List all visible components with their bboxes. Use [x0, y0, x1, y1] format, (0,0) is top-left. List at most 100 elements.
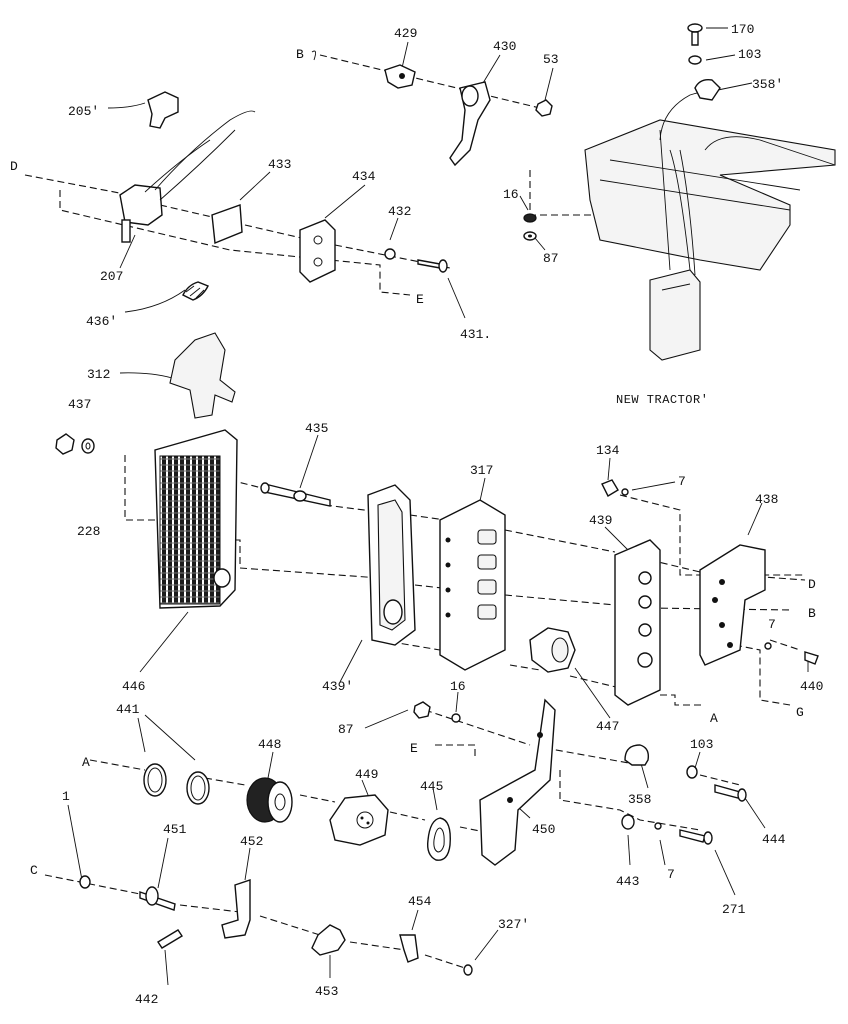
part-446-grille	[154, 429, 238, 609]
part-454-pin	[399, 934, 419, 963]
callout-441: 441	[116, 702, 140, 717]
axis-d-right	[124, 455, 806, 581]
axis-b-right	[235, 539, 791, 611]
part-53-nut	[535, 99, 553, 117]
part-170-screw	[687, 23, 703, 46]
callout-labels: 429 430 53 B 170 103 358' 205' 433 434 4…	[10, 22, 823, 1007]
callout-16-top: 16	[503, 187, 519, 202]
callout-7-a: 7	[678, 474, 686, 489]
capacitor-module	[649, 269, 701, 361]
callout-358-top: 358'	[752, 77, 783, 92]
callout-453: 453	[315, 984, 338, 999]
part-312-bracket	[169, 332, 236, 419]
part-434-bracket	[299, 219, 336, 283]
part-437-nut	[55, 433, 75, 455]
callout-446: 446	[122, 679, 145, 694]
callout-170: 170	[731, 22, 754, 37]
callout-443: 443	[616, 874, 639, 889]
callout-454: 454	[408, 894, 432, 909]
part-7-lockwasher-c	[654, 822, 662, 830]
callout-1: 1	[62, 789, 70, 804]
part-432-nut	[384, 248, 396, 260]
callout-205: 205'	[68, 104, 99, 119]
callout-437: 437	[68, 397, 91, 412]
callout-7-c: 7	[667, 867, 675, 882]
callout-271: 271	[722, 902, 746, 917]
part-433-plate	[211, 204, 243, 244]
callout-87-mid: 87	[338, 722, 354, 737]
part-431-bolt	[417, 259, 448, 273]
part-448-gear	[246, 777, 293, 823]
callout-431: 431.	[460, 327, 491, 342]
callout-439-a: 439	[589, 513, 612, 528]
axis-g-right	[734, 639, 801, 706]
part-439a-plate	[614, 539, 661, 706]
callout-430: 430	[493, 39, 516, 54]
callout-440: 440	[800, 679, 823, 694]
part-438-bracket	[699, 544, 766, 666]
callout-438: 438	[755, 492, 778, 507]
part-439b-frame	[367, 484, 416, 646]
part-436-spring	[182, 281, 209, 301]
part-103-washer-top	[688, 55, 702, 65]
callout-434: 434	[352, 169, 376, 184]
callout-317: 317	[470, 463, 493, 478]
callout-445: 445	[420, 779, 443, 794]
part-435-pin	[260, 482, 331, 507]
callout-b-right: B	[808, 606, 816, 621]
part-444-bolt	[714, 784, 747, 802]
callout-452: 452	[240, 834, 263, 849]
callout-a-left: A	[82, 755, 90, 770]
callout-358-mid: 358	[628, 792, 651, 807]
axis-c	[44, 874, 466, 969]
callout-435: 435	[305, 421, 328, 436]
part-441-rings	[143, 763, 210, 805]
callout-433: 433	[268, 157, 291, 172]
part-207-connector	[119, 110, 256, 243]
callout-16-mid: 16	[450, 679, 466, 694]
assembly-axes	[24, 54, 806, 969]
new-tractor-label: NEW TRACTOR'	[616, 393, 708, 407]
callout-g: G	[796, 705, 804, 720]
callout-7-b: 7	[768, 617, 776, 632]
axis-b-top	[319, 54, 549, 111]
callout-228: 228	[77, 524, 100, 539]
callout-53: 53	[543, 52, 559, 67]
part-450-bracket	[479, 698, 556, 866]
axis-a-right	[379, 639, 705, 706]
tractor-inset	[523, 23, 836, 361]
part-447-knob	[529, 627, 576, 673]
callout-436: 436'	[86, 314, 117, 329]
part-7-lockwasher-a	[621, 488, 629, 496]
part-317-panel	[439, 499, 506, 671]
callout-450: 450	[532, 822, 555, 837]
axis-87-103	[424, 709, 741, 786]
axis-d-top	[24, 174, 451, 269]
part-103-washer-mid	[686, 765, 698, 779]
part-87-washer-top	[523, 231, 537, 241]
axis-e-mid	[435, 744, 701, 831]
callout-432: 432	[388, 204, 411, 219]
callout-d-right: D	[808, 577, 816, 592]
part-445-clip	[426, 817, 451, 861]
leader-lines	[67, 27, 809, 986]
part-440-bolt	[804, 651, 819, 665]
part-358-clamp-mid	[624, 744, 650, 766]
callout-103-top: 103	[738, 47, 761, 62]
part-16-lock-mid	[451, 713, 461, 723]
callout-134: 134	[596, 443, 620, 458]
callout-a-right: A	[710, 711, 718, 726]
part-134-screw	[601, 479, 619, 497]
axis-a-left	[89, 759, 486, 833]
callout-312: 312	[87, 367, 110, 382]
callout-444: 444	[762, 832, 786, 847]
part-452-bracket	[221, 879, 251, 939]
part-16-lock-top	[523, 213, 537, 223]
part-443-washer	[621, 814, 635, 830]
callout-448: 448	[258, 737, 281, 752]
part-429-clip	[384, 64, 416, 89]
part-1-washer	[79, 875, 91, 889]
part-358-clamp-top	[694, 78, 721, 101]
part-327-ring	[463, 964, 473, 976]
